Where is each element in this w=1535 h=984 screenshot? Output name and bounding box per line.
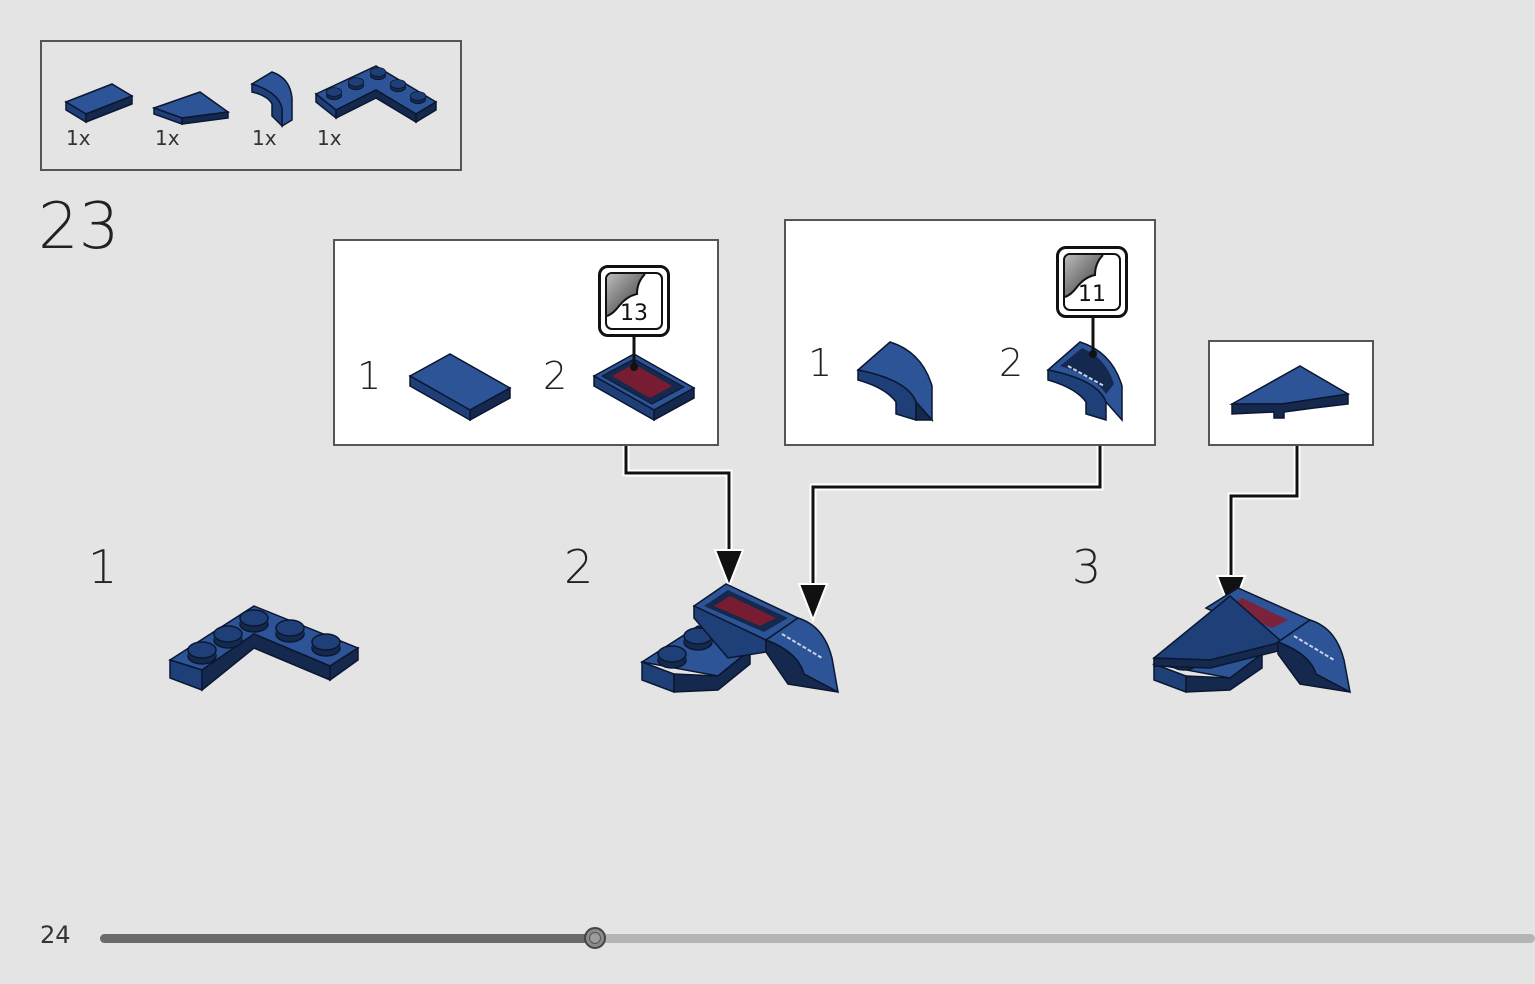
sticker-icon: 11: [1056, 246, 1128, 318]
part-qty: 1x: [252, 126, 277, 150]
model-substep-3: [1151, 587, 1352, 694]
callout-step-label: 1: [357, 354, 382, 398]
page-number: 24: [40, 921, 71, 949]
tile-with-sticker: [592, 353, 696, 422]
progress-bar[interactable]: [100, 927, 1535, 949]
callout-step-label: 2: [543, 354, 568, 398]
model-substep-1: [168, 605, 360, 692]
step-number: 23: [38, 190, 120, 264]
tile-brick: [408, 353, 512, 422]
parts-list-box: [40, 40, 462, 171]
substep-number: 1: [88, 540, 118, 594]
part-qty: 1x: [317, 126, 342, 150]
part-curved-slope: [250, 71, 293, 128]
part-wedge-plate: [151, 91, 230, 126]
part-qty: 1x: [66, 126, 91, 150]
model-substep-2: [639, 583, 840, 694]
part-qty: 1x: [155, 126, 180, 150]
sticker-number: 13: [620, 301, 648, 326]
progress-handle[interactable]: [584, 927, 607, 949]
part-tile-1x2: [64, 83, 134, 124]
sticker-number: 11: [1078, 282, 1106, 307]
wedge-plate-brick: [1229, 365, 1351, 419]
part-corner-plate: [314, 65, 438, 124]
substep-number: 3: [1072, 540, 1102, 594]
curved-slope-brick: [856, 341, 934, 422]
callout-step-label: 1: [808, 341, 833, 385]
substep-number: 2: [564, 540, 594, 594]
callout-step-label: 2: [999, 341, 1024, 385]
sticker-icon: 13: [598, 265, 670, 337]
progress-fill: [100, 934, 596, 943]
